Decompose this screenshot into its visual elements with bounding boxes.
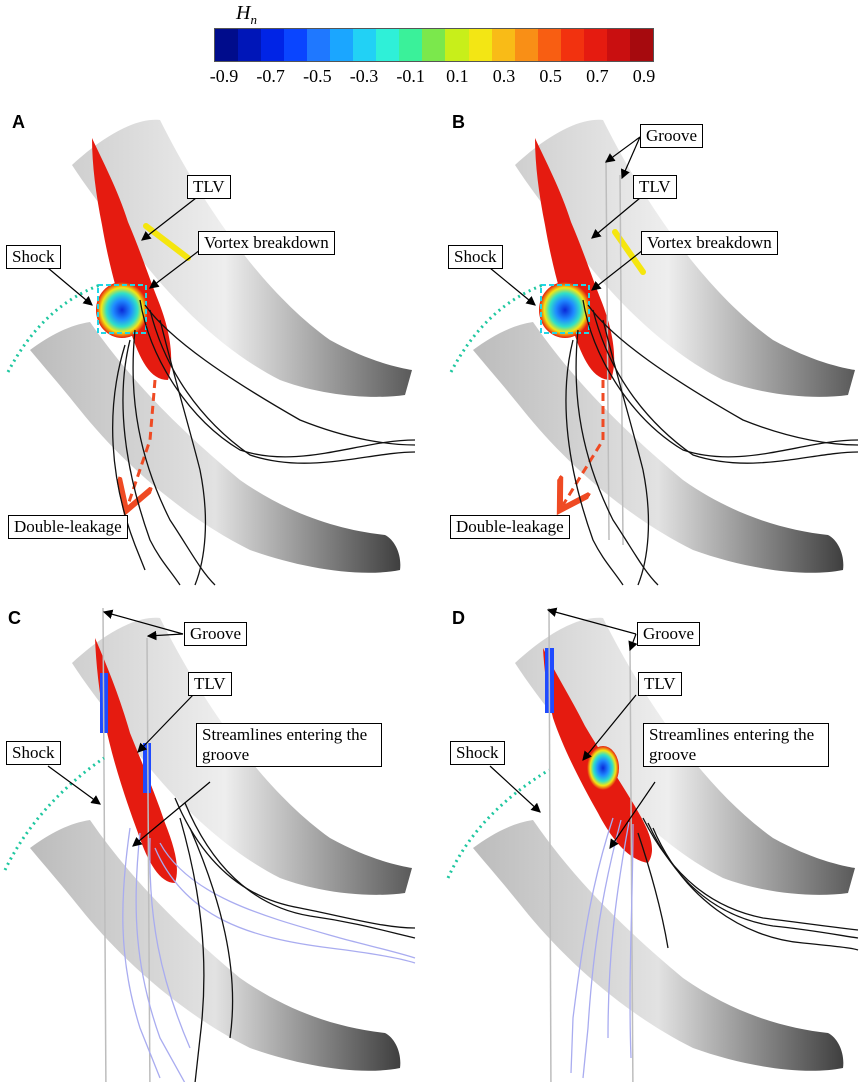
panel-b-vortex-callout: Vortex breakdown	[641, 231, 778, 255]
panel-a-tlv-isosurface	[92, 138, 172, 380]
panel-c-blade-lower	[30, 820, 401, 1071]
colorbar-segment	[606, 29, 630, 61]
colorbar-tick-label: -0.7	[256, 66, 285, 86]
colorbar-tick-label: -0.5	[303, 66, 332, 86]
panel-a-vortex-breakdown-core	[96, 282, 148, 338]
colorbar-segment	[629, 29, 653, 61]
panel-d-groove-callout: Groove	[637, 622, 700, 646]
panel-a-blade-upper	[72, 119, 412, 397]
panel-d-label: D	[452, 608, 465, 628]
colorbar-segment	[537, 29, 561, 61]
panel-c-shock	[3, 756, 105, 871]
colorbar-tick-label: 0.5	[539, 66, 562, 86]
panel-d-streamlines-callout: Streamlines entering the groove	[643, 723, 829, 767]
panel-c-tlv-isosurface	[95, 638, 177, 883]
panel-a-streamlines	[112, 299, 416, 586]
panel-c-streamlines	[174, 797, 416, 1082]
panel-d-groove-line-2	[629, 647, 634, 1082]
panel-a-label: A	[12, 112, 25, 132]
panel-c-groove-streamlines	[122, 827, 416, 1082]
panel-b-shock-callout: Shock	[448, 245, 503, 269]
colorbar-segment	[307, 29, 331, 61]
panel-a-graphics	[6, 119, 416, 586]
panel-a-shock	[6, 283, 101, 373]
panel-b-label: B	[452, 112, 465, 132]
panel-a-blade-lower	[30, 322, 401, 573]
colorbar-segment	[330, 29, 354, 61]
colorbar-segment	[284, 29, 308, 61]
panel-b-double-leakage-callout: Double-leakage	[450, 515, 570, 539]
colorbar-tick-label: -0.9	[209, 66, 239, 86]
colorbar-segment	[422, 29, 446, 61]
panel-b-groove-callout: Groove	[640, 124, 703, 148]
panel-c-groove-line-1	[102, 607, 107, 1082]
panel-d-shock	[446, 768, 550, 879]
panel-b-blade-upper	[515, 119, 855, 397]
colorbar-segment	[560, 29, 584, 61]
colorbar-tick-label: 0.1	[446, 66, 469, 86]
colorbar	[214, 28, 654, 62]
panel-b-yellow-strip	[612, 229, 646, 275]
panel-d-tlv-core	[587, 746, 619, 790]
colorbar-segment	[353, 29, 377, 61]
panel-b-streamlines	[565, 299, 859, 586]
panel-b-blade-lower	[473, 322, 844, 573]
colorbar-segment	[215, 29, 239, 61]
panel-d-streamlines	[637, 817, 859, 951]
panel-a-vortex-callout: Vortex breakdown	[198, 231, 335, 255]
panel-b-vortex-box	[540, 284, 590, 334]
colorbar-segment	[445, 29, 469, 61]
panel-c-streamlines-callout: Streamlines entering the groove	[196, 723, 382, 767]
panel-a-shock-callout: Shock	[6, 245, 61, 269]
panel-d-shock-callout: Shock	[450, 741, 505, 765]
panel-c-blue-strip-2	[143, 743, 151, 793]
panel-b-vortex-breakdown-core	[539, 282, 591, 338]
panel-d-groove-line-1	[548, 607, 552, 1082]
colorbar-segment	[583, 29, 607, 61]
colorbar-segment	[376, 29, 400, 61]
panel-d-tlv-callout: TLV	[638, 672, 682, 696]
panel-d-blade-lower	[473, 820, 844, 1071]
panel-a-vortex-box	[97, 284, 147, 334]
panel-a-double-leakage	[128, 379, 157, 505]
colorbar-tick-label: 0.9	[632, 66, 656, 86]
callout-leaders	[47, 136, 656, 849]
colorbar-segment	[468, 29, 492, 61]
colorbar-segment	[238, 29, 262, 61]
colorbar-segment	[491, 29, 515, 61]
colorbar-segment	[514, 29, 538, 61]
panel-c-tlv-callout: TLV	[188, 672, 232, 696]
panel-b-shock	[449, 283, 544, 373]
colorbar-tick-label: -0.3	[349, 66, 379, 86]
panel-b-tlv-callout: TLV	[633, 175, 677, 199]
colorbar-tick-label: 0.3	[492, 66, 516, 86]
colorbar-tick-label: -0.1	[396, 66, 425, 86]
panel-c-groove-line-2	[146, 637, 151, 1082]
panel-b-groove-line-2	[619, 174, 624, 546]
panel-b-tlv-isosurface	[535, 138, 615, 380]
panel-c-shock-callout: Shock	[6, 741, 61, 765]
panel-c-groove-callout: Groove	[184, 622, 247, 646]
colorbar-title: Hn	[236, 2, 257, 27]
panel-a-tlv-callout: TLV	[187, 175, 231, 199]
colorbar-tick-label: 0.7	[586, 66, 609, 86]
colorbar-segment	[399, 29, 423, 61]
panel-a-double-leakage-callout: Double-leakage	[8, 515, 128, 539]
panel-b-graphics	[449, 119, 859, 586]
panel-c-label: C	[8, 608, 21, 628]
panel-b-groove-line-1	[605, 159, 610, 541]
colorbar-segment	[261, 29, 285, 61]
